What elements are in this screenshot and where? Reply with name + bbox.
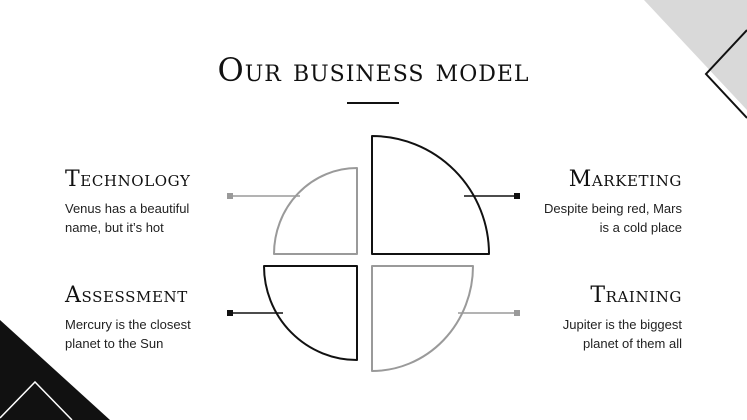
technology-block: Technology Venus has a beautiful name, b… [65,167,275,237]
bottom-left-outline-shape [0,380,73,420]
technology-heading: Technology [65,167,191,192]
connector-training-dot [514,310,520,316]
connector-assessment-dot [227,310,233,316]
slide-title: Our business model [217,51,530,89]
assessment-text: Mercury is the closest planet to the Sun [65,317,191,351]
bottom-left-black-triangle [0,320,110,420]
marketing-block: Marketing Despite being red, Mars is a c… [472,167,682,237]
title-underline [347,102,399,104]
quadrant-bottom-right [371,265,474,372]
top-right-gray-triangle [644,0,747,110]
top-right-outline-diamond [704,29,747,119]
technology-text: Venus has a beautiful name, but it’s hot [65,201,190,235]
assessment-block: Assessment Mercury is the closest planet… [65,283,275,353]
connector-technology-dot [227,193,233,199]
training-heading: Training [590,283,682,308]
marketing-heading: Marketing [568,167,682,192]
quadrant-top-left [273,167,358,255]
assessment-heading: Assessment [65,283,188,308]
quadrant-bottom-left [263,265,358,361]
marketing-text: Despite being red, Mars is a cold place [543,201,682,235]
training-block: Training Jupiter is the biggest planet o… [472,283,682,353]
connector-marketing-dot [514,193,520,199]
quadrant-top-right [371,135,490,255]
training-text: Jupiter is the biggest planet of them al… [562,317,682,351]
